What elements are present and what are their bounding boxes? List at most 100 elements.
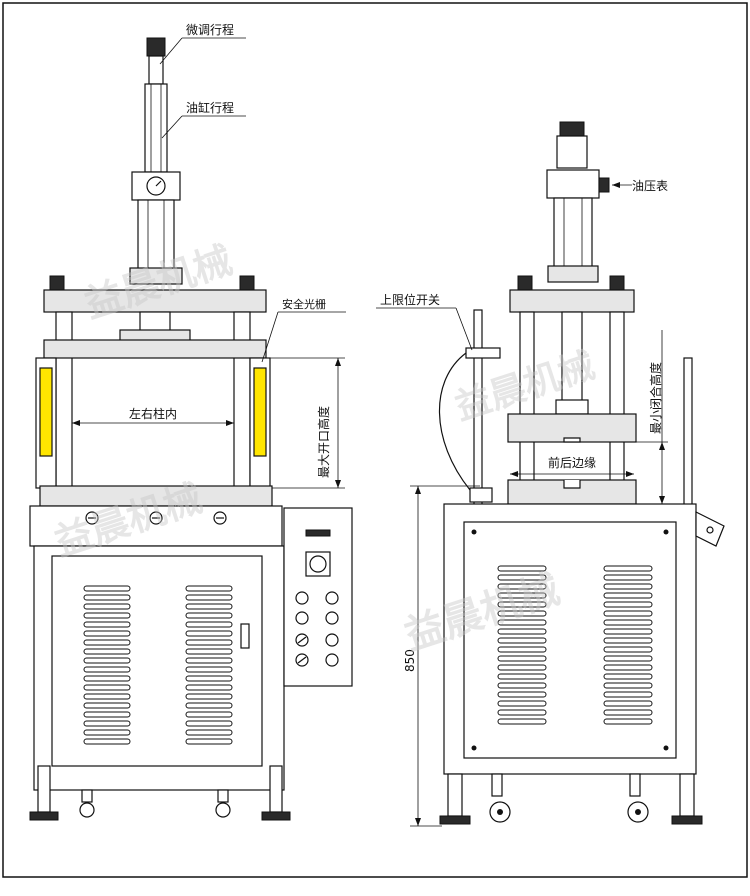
vent-slot xyxy=(83,702,131,709)
vent-slot xyxy=(603,691,653,698)
vent-slot xyxy=(83,720,131,727)
vent-slot xyxy=(603,574,653,581)
vent-slot xyxy=(185,675,233,682)
vent-slot xyxy=(603,583,653,590)
vent-slot xyxy=(185,603,233,610)
vent-slot xyxy=(497,718,547,725)
vent-slot xyxy=(185,585,233,592)
vent-slot xyxy=(497,646,547,653)
label-front-back-edge: 前后边缘 xyxy=(548,455,596,470)
side-top-plate xyxy=(509,289,635,313)
control-panel xyxy=(283,507,353,687)
vent-slot xyxy=(497,565,547,572)
vent-slot xyxy=(185,666,233,673)
vent-slot xyxy=(185,621,233,628)
side-view: 850 最小闭合高度 前后边缘 油压表 上限位开关 xyxy=(376,121,725,827)
front-cylinder-rod xyxy=(144,83,168,173)
side-moving-plate xyxy=(507,413,637,443)
front-door-handle xyxy=(240,623,250,649)
vent-slot xyxy=(185,738,233,745)
front-view: 微调行程 油缸行程 安全光栅 左右柱内 最大开口高度 xyxy=(29,22,353,821)
side-cylinder-body xyxy=(553,197,593,269)
vent-slot xyxy=(185,639,233,646)
vent-slot xyxy=(497,628,547,635)
vent-slot xyxy=(497,664,547,671)
vent-slot xyxy=(185,630,233,637)
pressure-gauge-icon xyxy=(598,177,610,193)
foot-left xyxy=(29,811,59,821)
vent-slot xyxy=(497,574,547,581)
vent-slot xyxy=(83,594,131,601)
vent-slot xyxy=(603,718,653,725)
vent-slot xyxy=(83,738,131,745)
vent-slot xyxy=(83,648,131,655)
vent-slot xyxy=(497,682,547,689)
vent-slot xyxy=(185,684,233,691)
vent-slot xyxy=(497,655,547,662)
vent-slot xyxy=(83,675,131,682)
side-rod-cap xyxy=(559,121,585,137)
vent-slot xyxy=(603,709,653,716)
vent-slot xyxy=(83,657,131,664)
vent-slot xyxy=(497,592,547,599)
label-upper-limit-switch: 上限位开关 xyxy=(380,292,440,307)
vent-slot xyxy=(185,657,233,664)
vent-slot xyxy=(603,664,653,671)
front-column-left xyxy=(55,311,73,489)
side-column-right xyxy=(609,311,625,489)
side-nut-right xyxy=(609,275,625,291)
panel-button xyxy=(295,611,309,625)
vent-slot xyxy=(185,648,233,655)
front-column-right xyxy=(233,311,251,489)
vent-slot xyxy=(83,603,131,610)
vent-slot xyxy=(83,729,131,736)
vent-slot xyxy=(603,610,653,617)
vent-slot xyxy=(603,628,653,635)
label-min-closing-height: 最小闭合高度 xyxy=(648,362,663,434)
vent-slot xyxy=(83,711,131,718)
side-vents-left xyxy=(497,565,547,725)
vent-slot xyxy=(603,700,653,707)
vent-slot xyxy=(185,594,233,601)
vent-slot xyxy=(497,619,547,626)
vent-slot xyxy=(603,637,653,644)
label-pressure-gauge: 油压表 xyxy=(632,179,668,193)
vent-slot xyxy=(603,682,653,689)
panel-button xyxy=(295,591,309,605)
front-nut-left xyxy=(49,275,65,291)
foot-right xyxy=(261,811,291,821)
vent-slot xyxy=(83,639,131,646)
side-nut-left xyxy=(517,275,533,291)
light-curtain-left xyxy=(39,367,53,457)
vent-slot xyxy=(603,619,653,626)
outer-border xyxy=(2,2,748,878)
panel-buttons xyxy=(295,591,339,667)
vent-slot xyxy=(185,702,233,709)
vent-slot xyxy=(603,565,653,572)
side-vents-right xyxy=(603,565,653,725)
label-fine-stroke: 微调行程 xyxy=(186,22,234,37)
vent-slot xyxy=(497,700,547,707)
vent-slot xyxy=(497,709,547,716)
vent-slot xyxy=(497,673,547,680)
caster-right xyxy=(215,802,231,818)
front-moving-plate xyxy=(43,339,267,359)
vent-slot xyxy=(83,630,131,637)
vent-slot xyxy=(83,666,131,673)
panel-button xyxy=(325,633,339,647)
vent-slot xyxy=(603,646,653,653)
vent-slot xyxy=(83,621,131,628)
vent-slot xyxy=(497,583,547,590)
label-left-right-column: 左右柱内 xyxy=(129,406,177,421)
caster-left xyxy=(79,802,95,818)
vent-slot xyxy=(185,711,233,718)
vent-slot xyxy=(497,610,547,617)
vent-slot xyxy=(185,729,233,736)
light-curtain-right xyxy=(253,367,267,457)
front-fine-rod xyxy=(148,55,164,85)
vent-slot xyxy=(603,655,653,662)
vent-slot xyxy=(185,693,233,700)
vent-slot xyxy=(83,684,131,691)
